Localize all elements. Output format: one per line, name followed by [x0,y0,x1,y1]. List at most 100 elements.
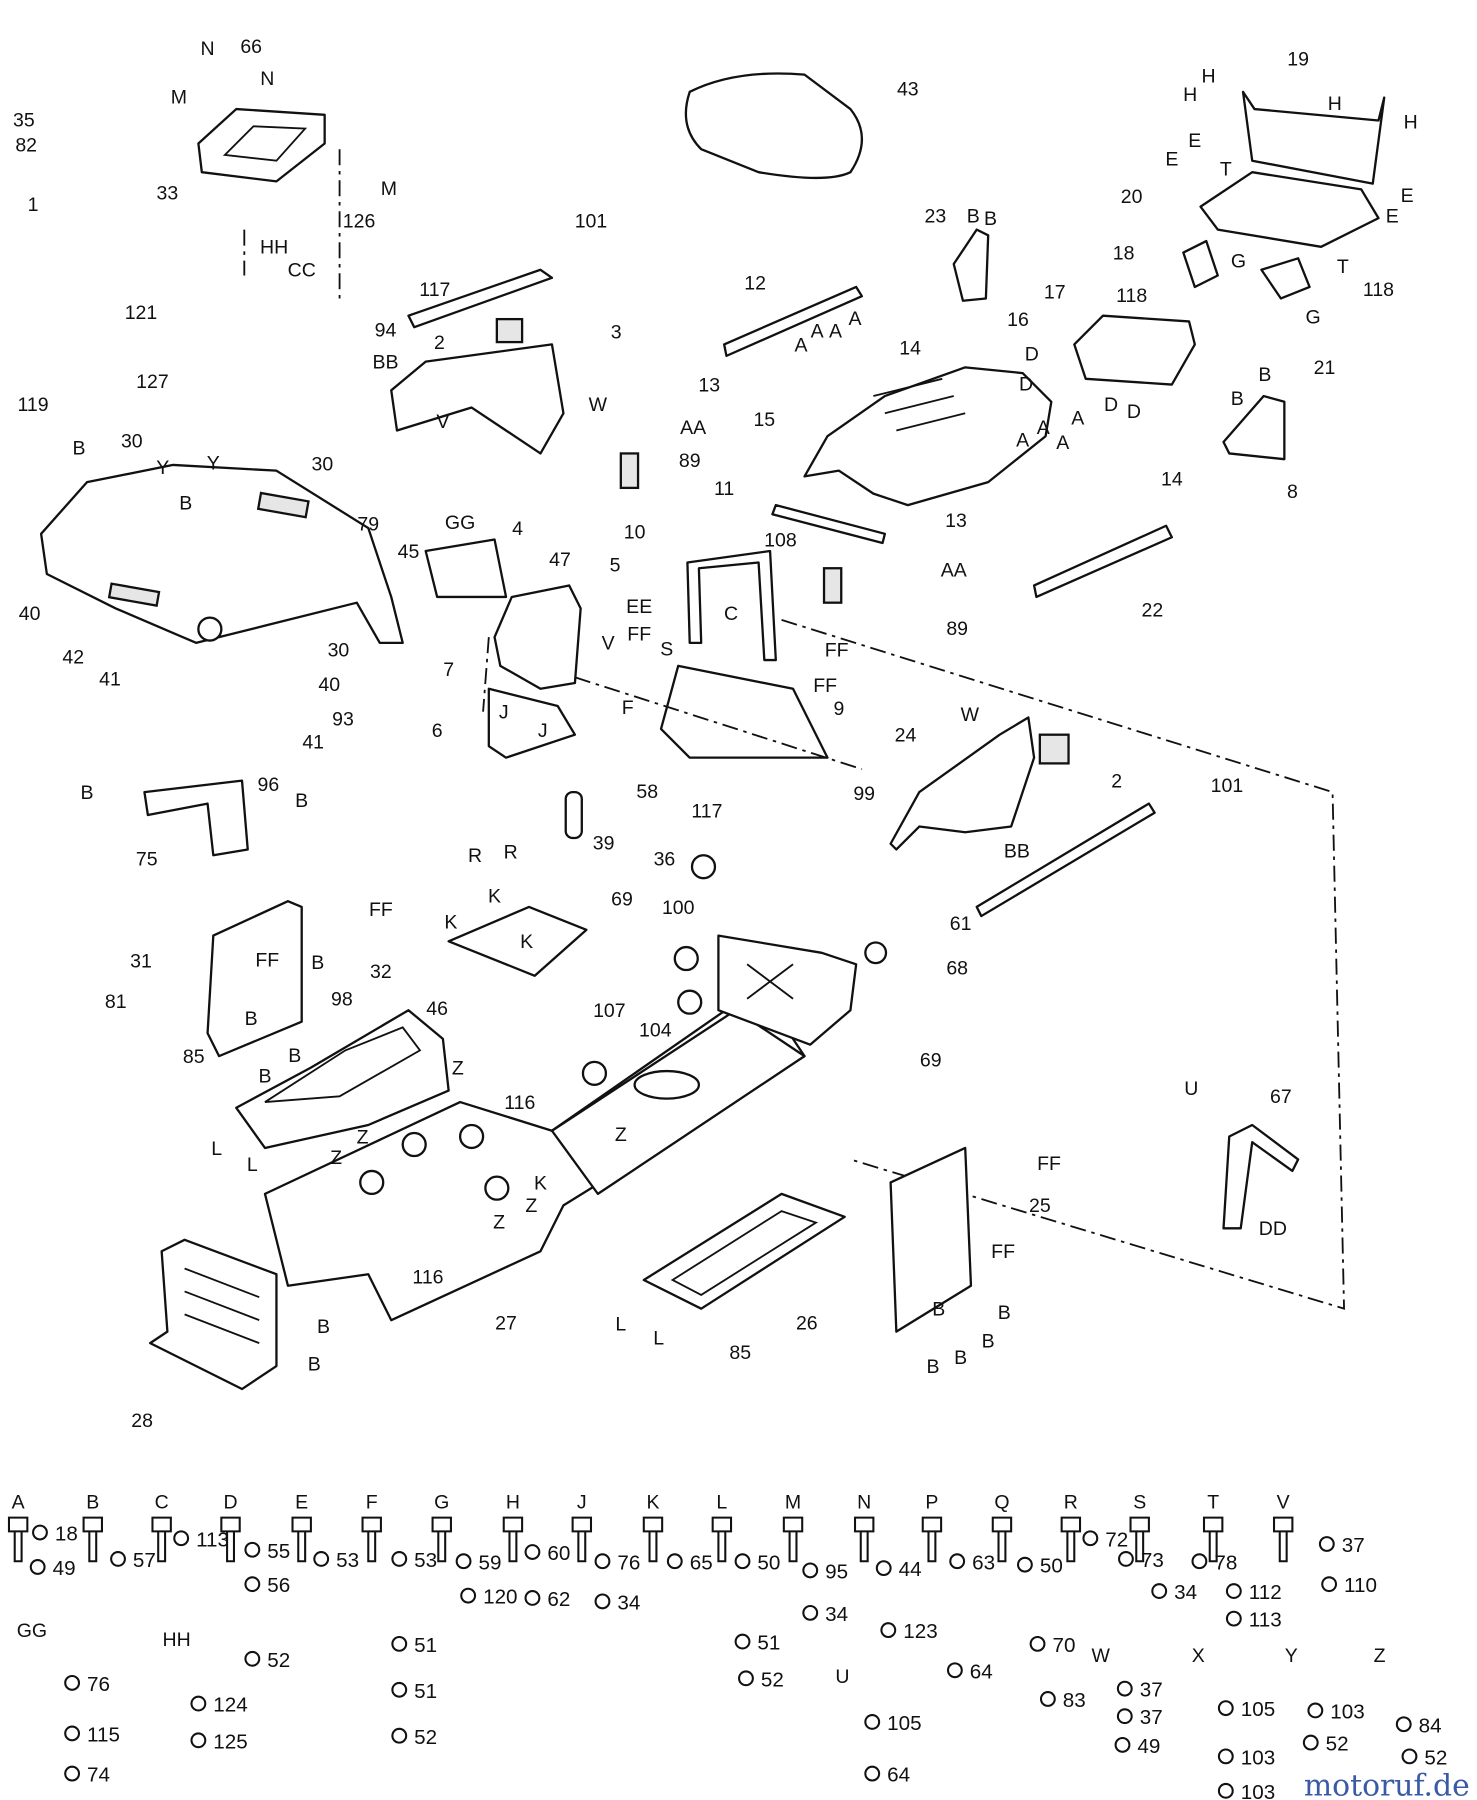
hardware-nut-icon [734,1633,751,1650]
block-108b [822,567,843,604]
callout-label: B [1231,388,1244,410]
callout-label: EE [626,596,652,618]
callout-label: 117 [419,279,450,301]
callout-label: 108 [764,529,797,551]
callout-label: 8 [1287,481,1298,503]
callout-label: E [1401,185,1414,207]
switch-117 [690,854,717,880]
bolt-icon [361,1516,382,1563]
hardware-part-number: 52 [761,1668,784,1691]
callout-label: M [171,86,187,108]
callout-label: 13 [698,374,720,396]
callout-label: G [1231,250,1246,272]
callout-label: B [317,1316,330,1338]
callout-label: K [488,885,501,907]
callout-label: J [499,702,509,724]
hardware-part-number: 59 [478,1551,501,1574]
callout-label: 93 [332,709,354,731]
callout-label: E [1165,148,1178,170]
hardware-nut-icon [1217,1748,1234,1765]
callout-label: Z [525,1195,537,1217]
hardware-letter: B [86,1491,99,1513]
callout-label: 10 [624,521,646,543]
bolt-icon [571,1516,593,1563]
callout-label: H [1328,93,1342,115]
hardware-letter: N [857,1491,871,1513]
callout-label: B [984,208,997,230]
hardware-part-number: 34 [617,1591,640,1614]
hardware-part-number: 113 [1249,1609,1282,1632]
hardware-nut-icon [1016,1556,1033,1573]
callout-label: 18 [1113,242,1135,264]
callout-label: 116 [412,1266,443,1288]
hardware-nut-icon [173,1530,190,1547]
callout-label: 27 [495,1312,517,1334]
callout-label: Z [357,1126,369,1148]
callout-label: 16 [1007,309,1029,331]
hardware-nut-icon [64,1725,81,1742]
seat [684,72,863,180]
bolt-icon [642,1516,664,1563]
cross-mark [746,963,794,1000]
bolt-icon [991,1516,1013,1563]
callout-label: A [1071,408,1084,430]
callout-label: 32 [370,961,392,983]
callout-label: AA [680,417,706,439]
callout-label: V [436,411,449,433]
callout-label: 118 [1363,279,1394,301]
hardware-part-number: 34 [1174,1581,1197,1604]
callout-label: B [311,952,324,974]
hardware-part-number: 53 [414,1549,437,1572]
hardware-letter: T [1207,1491,1219,1513]
callout-label: FF [1037,1153,1061,1175]
hardware-part-number: 70 [1052,1634,1075,1657]
callout-label: B [245,1008,258,1030]
hardware-nut-icon [875,1560,892,1577]
callout-label: A [1056,432,1069,454]
hardware-letter: S [1133,1491,1146,1513]
callout-label: 79 [357,513,379,535]
decal-42 [107,582,161,607]
footrest-inner [670,1210,819,1296]
callout-label: Y [207,453,220,475]
callout-label: 26 [796,1312,818,1334]
front-grille [149,1238,278,1391]
callout-label: 101 [1211,775,1244,797]
callout-label: R [468,845,482,867]
hardware-part-number: 115 [87,1723,120,1746]
hardware-nut-icon [802,1604,819,1621]
bracket-8 [1222,394,1286,461]
callout-label: 46 [426,998,448,1020]
callout-label: FF [825,640,849,662]
hardware-nut-icon [1118,1551,1134,1567]
hardware-part-number: 72 [1105,1528,1128,1551]
hardware-nut-icon [1307,1702,1324,1719]
callout-label: HH [260,237,288,259]
callout-label: M [381,178,397,200]
rear-panel [889,1146,973,1333]
callout-label: 2 [1111,771,1122,793]
callout-label: FF [255,950,279,972]
hardware-part-number: 60 [547,1542,570,1565]
callout-label: A [829,321,842,343]
callout-label: 7 [443,659,454,681]
trim-strip-101b [975,802,1156,918]
callout-label: A [1037,417,1050,439]
callout-label: 17 [1044,281,1066,303]
hardware-part-number: 34 [825,1603,848,1626]
hardware-letter: P [925,1491,938,1513]
callout-label: 81 [105,991,127,1013]
callout-label: 13 [945,510,967,532]
hardware-nut-icon [244,1576,261,1593]
hardware-nut-icon [524,1544,541,1560]
bolt-icon [151,1516,172,1563]
callout-label: DD [1259,1218,1287,1240]
callout-label: T [1220,159,1232,181]
pedestal-top [264,1026,422,1103]
callout-label: N [260,68,274,90]
hardware-part-number: 73 [1141,1549,1164,1572]
callout-label: 41 [99,668,121,690]
callout-label: 67 [1270,1086,1292,1108]
callout-label: 69 [611,889,633,911]
key-hole [197,616,223,642]
